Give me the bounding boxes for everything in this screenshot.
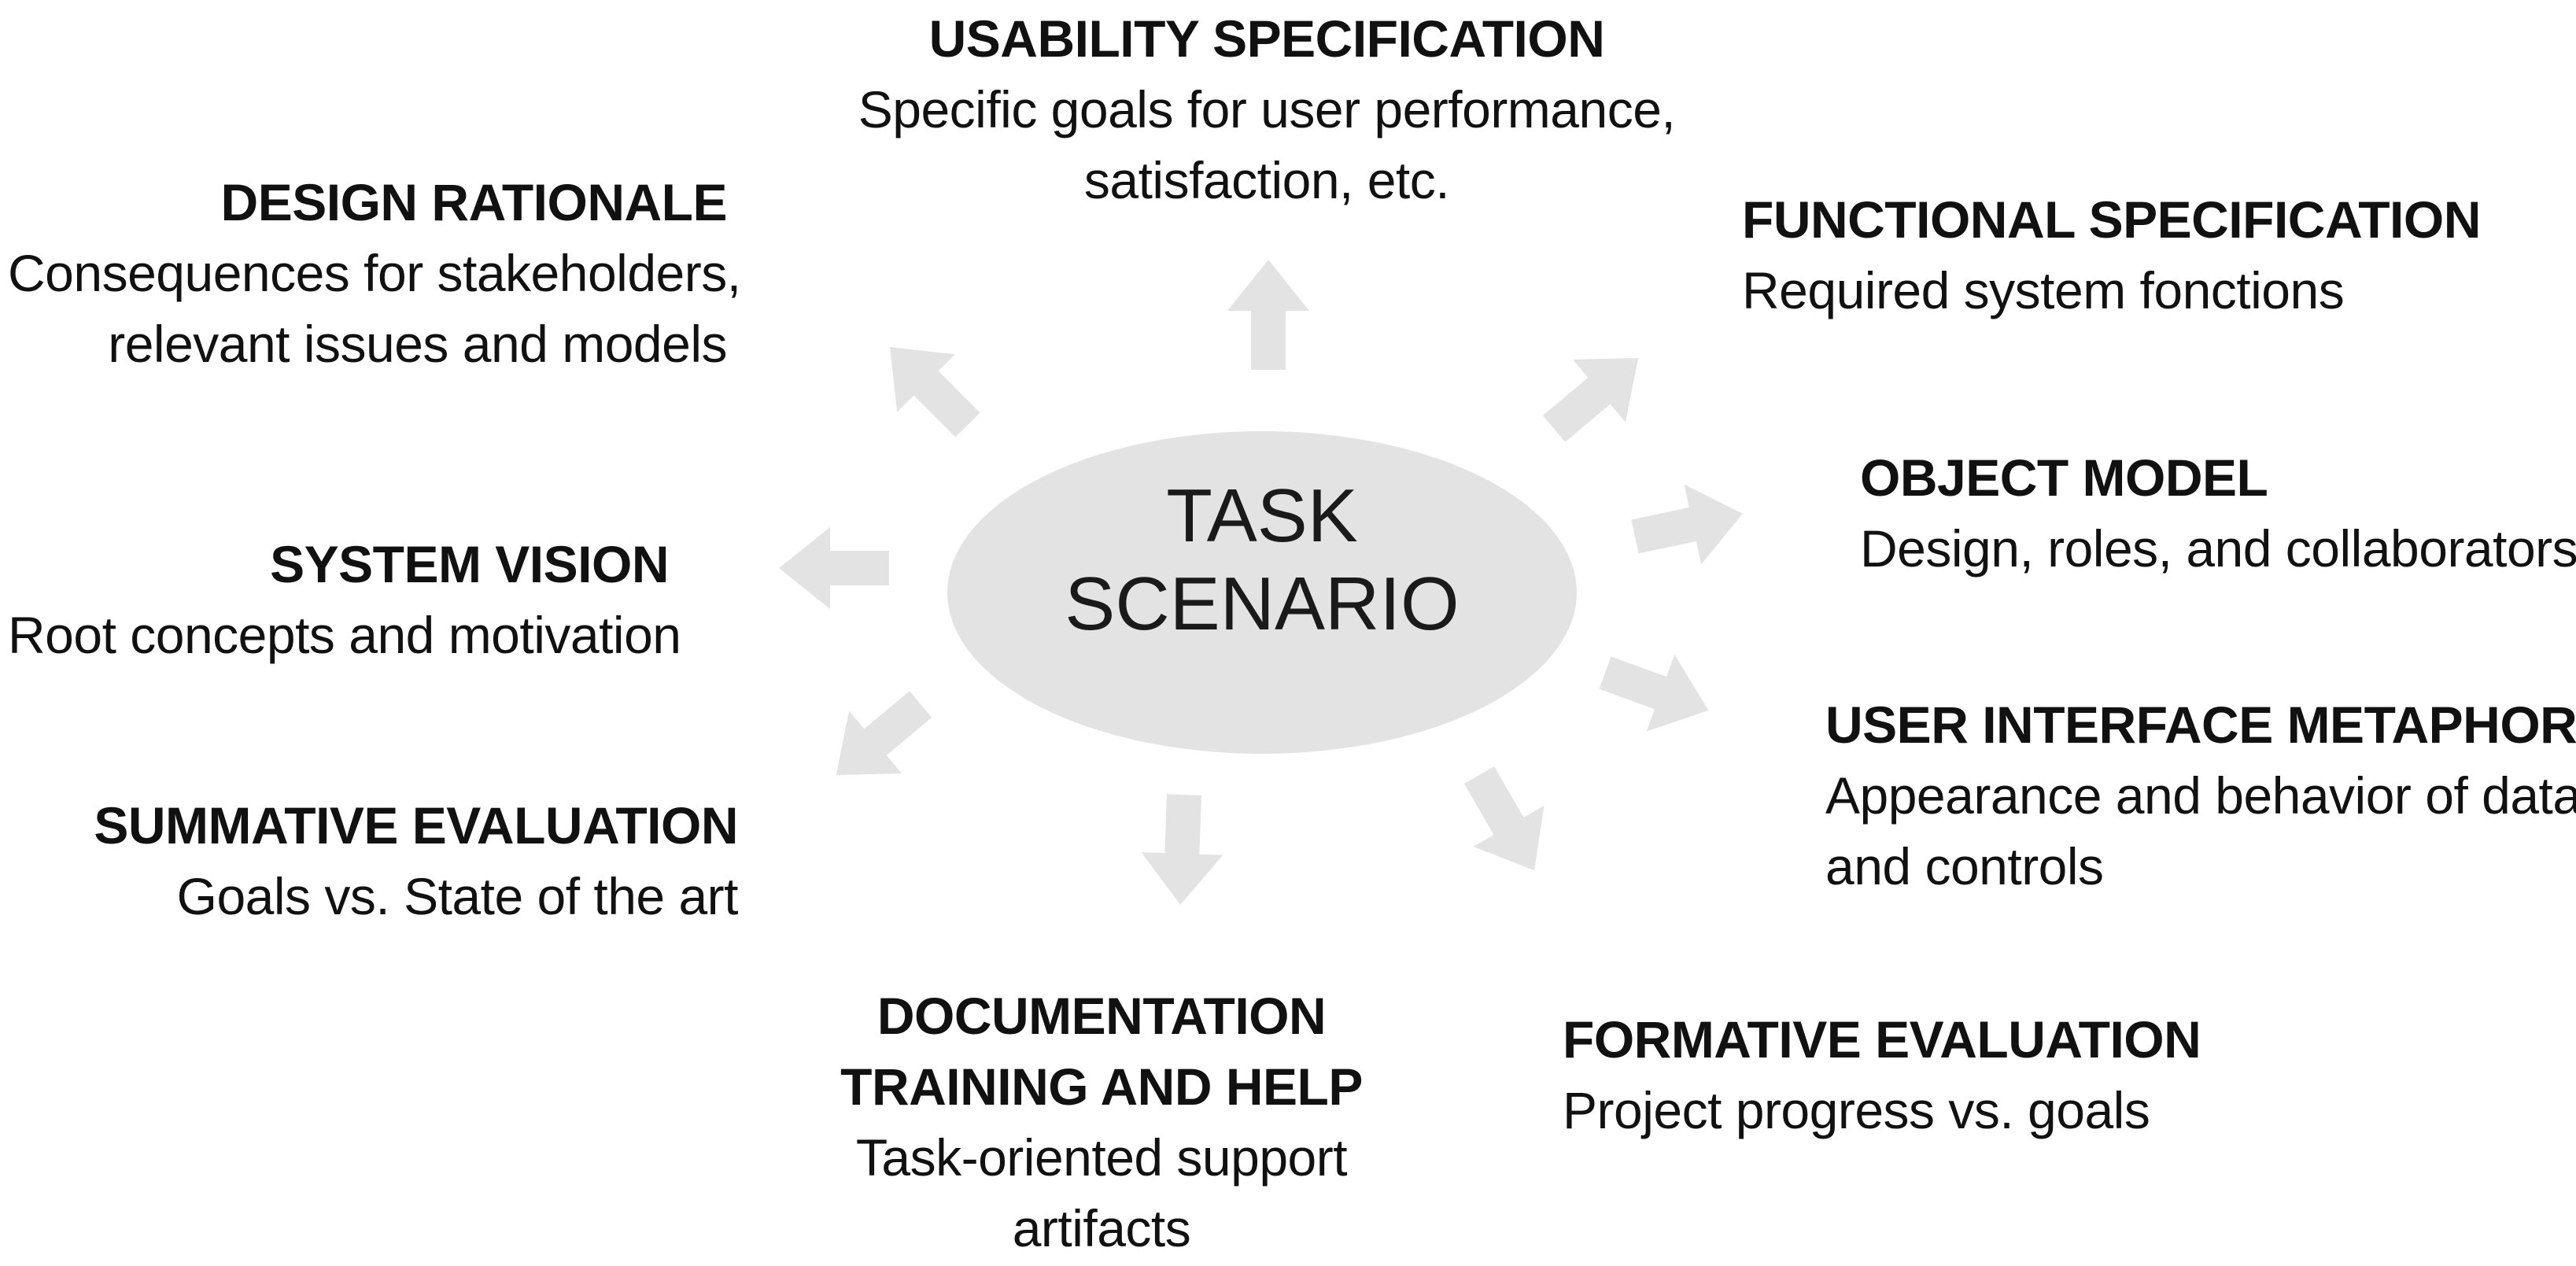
- functional-specification-title: FUNCTIONAL SPECIFICATION: [1742, 190, 2481, 249]
- object-model-node: OBJECT MODEL Design, roles, and collabor…: [1860, 442, 2576, 584]
- usability-specification-desc-line1: Specific goals for user performance,: [858, 80, 1676, 138]
- documentation-desc-line1: Task-oriented support: [855, 1128, 1348, 1187]
- task-scenario-ellipse: [947, 431, 1577, 754]
- usability-specification-node: USABILITY SPECIFICATION Specific goals f…: [795, 3, 1739, 216]
- formative-evaluation-title: FORMATIVE EVALUATION: [1563, 1010, 2201, 1069]
- arrow-to-formative-evaluation: [1463, 766, 1544, 871]
- arrow-to-usability-specification: [1227, 260, 1309, 370]
- task-scenario-line1: TASK: [1166, 474, 1358, 558]
- documentation-desc-line2: artifacts: [1012, 1199, 1191, 1257]
- user-interface-metaphor-node: USER INTERFACE METAPHOR Appearance and b…: [1825, 689, 2576, 902]
- arrow-to-summative-evaluation: [836, 691, 932, 775]
- user-interface-metaphor-title: USER INTERFACE METAPHOR: [1825, 696, 2576, 754]
- usability-specification-desc-line2: satisfaction, etc.: [1083, 151, 1450, 209]
- documentation-title-line2: TRAINING AND HELP: [840, 1057, 1363, 1116]
- documentation-node: DOCUMENTATION TRAINING AND HELP Task-ori…: [787, 980, 1416, 1264]
- arrow-to-functional-specification: [1542, 358, 1639, 442]
- object-model-title: OBJECT MODEL: [1860, 448, 2268, 507]
- system-vision-desc-line1: Root concepts and motivation: [8, 606, 681, 664]
- design-rationale-node: DESIGN RATIONALE Consequences for stakeh…: [8, 167, 741, 379]
- user-interface-metaphor-desc-line1: Appearance and behavior of data: [1825, 766, 2576, 825]
- formative-evaluation-desc-line1: Project progress vs. goals: [1563, 1081, 2150, 1139]
- summative-evaluation-node: SUMMATIVE EVALUATION Goals vs. State of …: [8, 790, 738, 932]
- task-scenario-label: TASK SCENARIO: [947, 472, 1577, 648]
- usability-specification-title: USABILITY SPECIFICATION: [928, 9, 1605, 68]
- summative-evaluation-title: SUMMATIVE EVALUATION: [94, 796, 738, 854]
- formative-evaluation-node: FORMATIVE EVALUATION Project progress vs…: [1563, 1004, 2271, 1146]
- design-rationale-title: DESIGN RATIONALE: [220, 173, 728, 231]
- system-vision-node: SYSTEM VISION Root concepts and motivati…: [8, 529, 681, 670]
- documentation-title-line1: DOCUMENTATION: [877, 987, 1327, 1045]
- arrow-to-user-interface-metaphor: [1599, 654, 1709, 732]
- system-vision-title: SYSTEM VISION: [270, 535, 669, 593]
- object-model-desc-line1: Design, roles, and collaborators: [1860, 519, 2576, 578]
- functional-specification-desc-line1: Required system fonctions: [1742, 261, 2345, 319]
- summative-evaluation-desc-line1: Goals vs. State of the art: [176, 867, 739, 925]
- arrow-to-object-model: [1631, 484, 1743, 565]
- arrow-to-documentation: [1141, 794, 1223, 905]
- design-rationale-desc-line2: relevant issues and models: [108, 315, 727, 373]
- design-rationale-desc-line1: Consequences for stakeholders,: [8, 244, 741, 302]
- user-interface-metaphor-desc-line2: and controls: [1825, 837, 2104, 895]
- arrow-to-design-rationale: [890, 347, 980, 437]
- arrow-to-system-vision: [779, 527, 889, 609]
- functional-specification-node: FUNCTIONAL SPECIFICATION Required system…: [1742, 184, 2560, 326]
- task-scenario-line2: SCENARIO: [1065, 562, 1460, 646]
